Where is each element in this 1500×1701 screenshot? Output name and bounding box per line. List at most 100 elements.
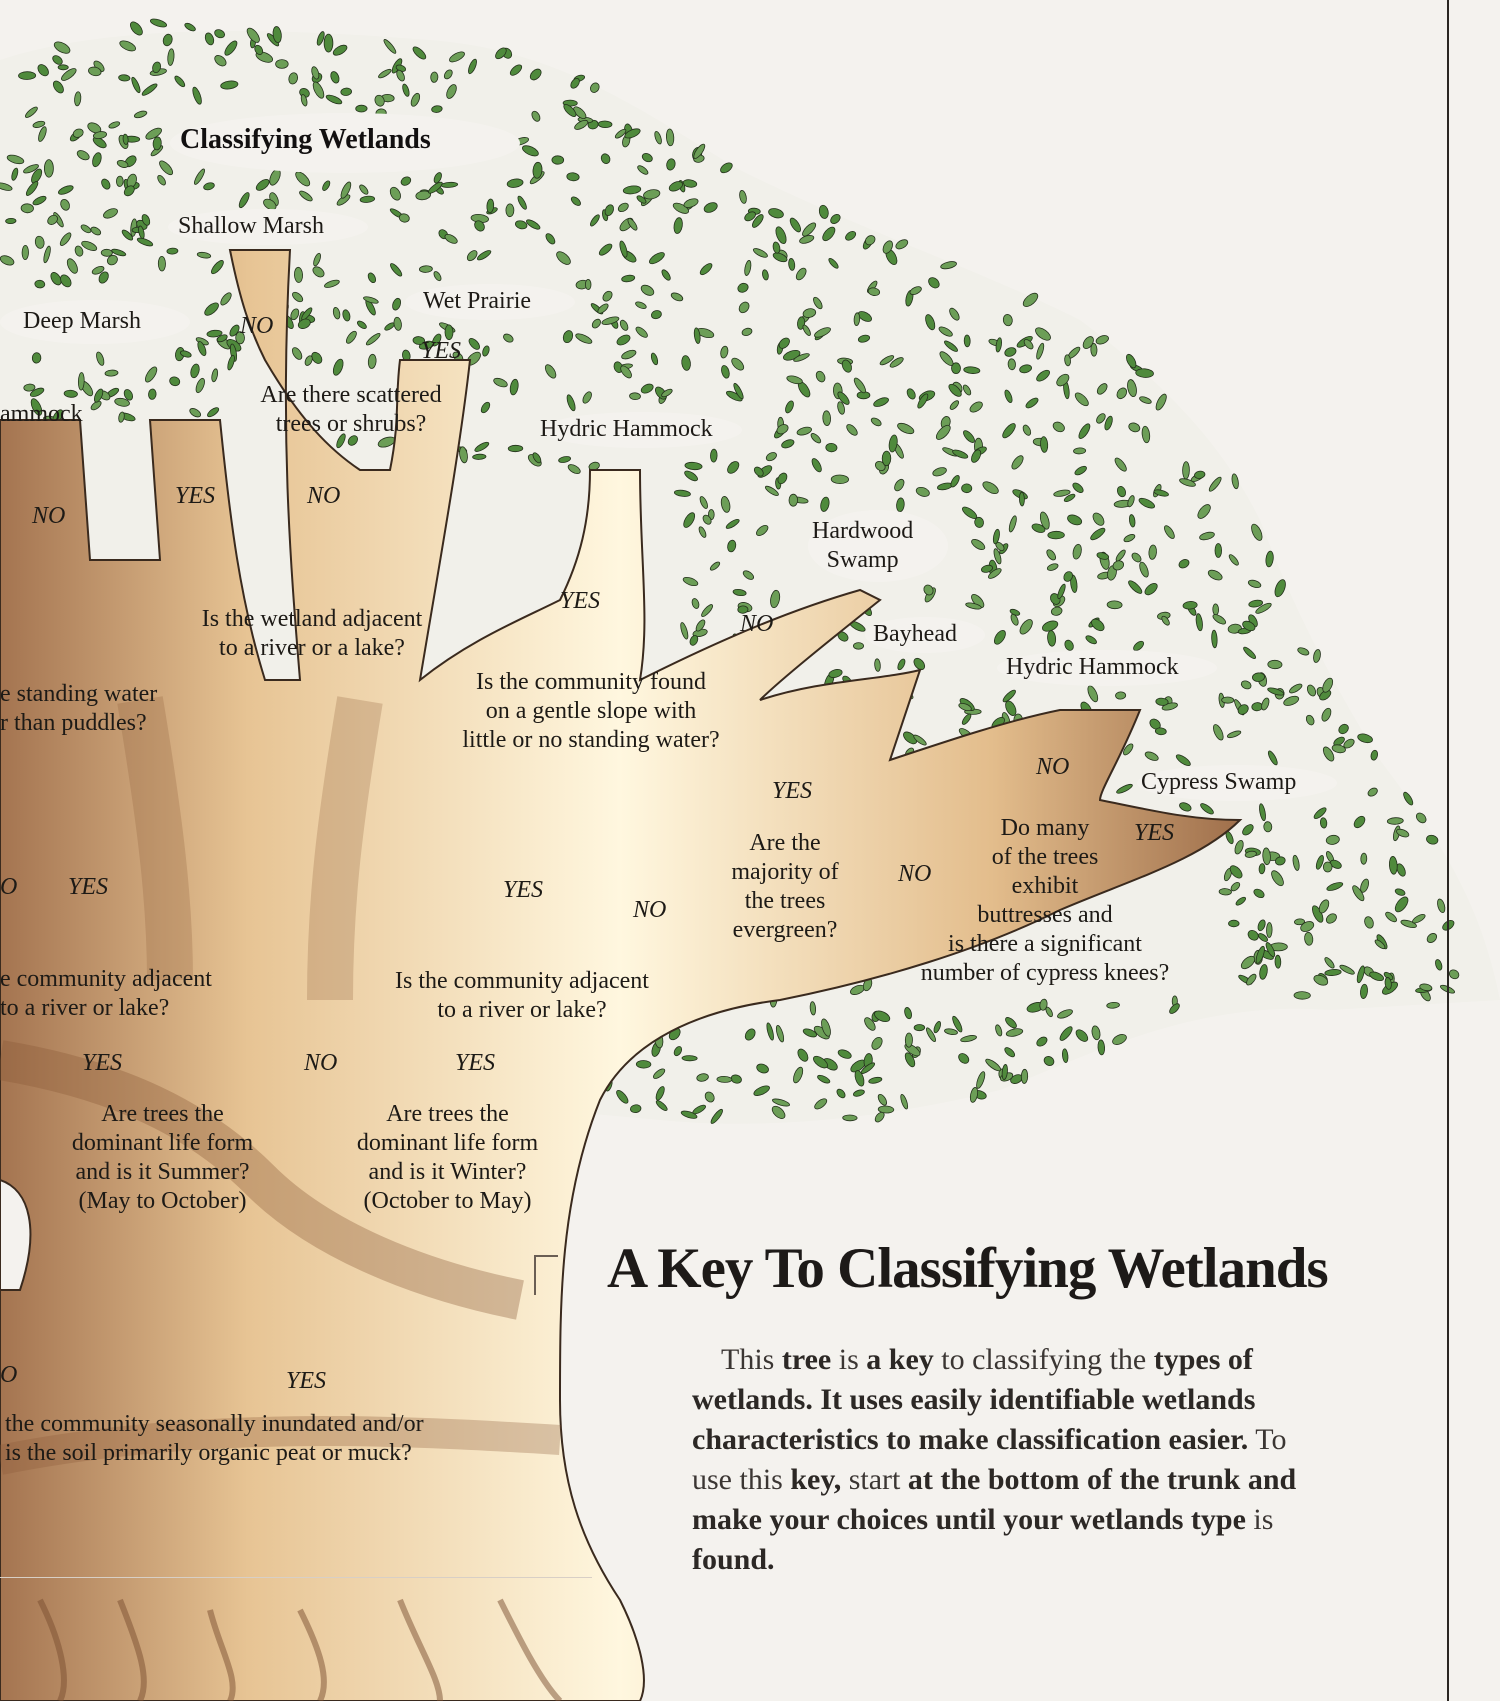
description-part: start	[841, 1463, 908, 1496]
leaf	[1019, 492, 1024, 506]
description-part: This	[721, 1343, 782, 1376]
leaf	[905, 1033, 912, 1047]
question-scattered-trees: Are there scattered trees or shrubs?	[231, 381, 471, 439]
answer-no: NO	[32, 503, 65, 530]
corner-mark	[534, 1255, 558, 1295]
leaf	[32, 352, 41, 363]
leaf	[1294, 991, 1311, 999]
leaf	[158, 256, 165, 271]
question-summer: Are trees the dominant life form and is …	[45, 1100, 280, 1216]
leaf	[1211, 630, 1217, 648]
question-winter: Are trees the dominant life form and is …	[330, 1100, 565, 1216]
key-heading: A Key To Classifying Wetlands	[607, 1236, 1328, 1301]
leaf	[5, 218, 16, 224]
leaf	[629, 393, 640, 400]
leaf	[1323, 862, 1332, 872]
leaf	[472, 454, 486, 460]
leaf	[58, 65, 68, 70]
leaf	[1182, 462, 1189, 480]
answer-yes: YES	[286, 1368, 326, 1395]
answer-no: NO	[740, 611, 773, 638]
leaf	[717, 1076, 732, 1083]
leaf	[1275, 955, 1281, 968]
leaf	[1266, 922, 1272, 937]
leaf	[962, 484, 972, 493]
leaf	[552, 156, 564, 165]
answer-no: NO	[307, 483, 340, 510]
answer-no-fragment-bottom: O	[0, 1362, 17, 1389]
leaf	[914, 1024, 925, 1030]
leaf	[101, 249, 112, 256]
description-part: to classifying the	[934, 1343, 1154, 1376]
question-community-adjacent-left: e community adjacent to a river or lake?	[0, 965, 275, 1023]
question-evergreen: Are the majority of the trees evergreen?	[705, 829, 865, 945]
leaf	[78, 372, 84, 390]
answer-yes: YES	[560, 588, 600, 615]
label-wet-prairie: Wet Prairie	[423, 287, 531, 316]
leaf	[149, 17, 167, 28]
label-hammock-left: ammock	[0, 400, 83, 429]
leaf	[356, 105, 368, 112]
leaf	[44, 160, 53, 178]
leaf	[276, 60, 289, 69]
leaf	[585, 279, 591, 289]
leaf	[508, 445, 523, 452]
divider-line	[0, 1577, 592, 1578]
question-community-adjacent-right: Is the community adjacent to a river or …	[357, 967, 687, 1025]
leaf	[506, 204, 514, 217]
question-inundated: the community seasonally inundated and/o…	[5, 1410, 545, 1468]
leaf	[710, 449, 717, 462]
answer-no: NO	[898, 861, 931, 888]
leaf	[1361, 853, 1367, 864]
leaf	[1213, 604, 1219, 615]
leaf	[116, 176, 123, 187]
leaf	[419, 265, 432, 272]
leaf	[1115, 692, 1126, 700]
leaf	[1219, 888, 1232, 895]
leaf	[1264, 821, 1273, 832]
answer-no-fragment: O	[0, 874, 17, 901]
leaf	[1215, 544, 1222, 558]
leaf	[854, 313, 860, 326]
leaf	[682, 1055, 697, 1060]
answer-yes: YES	[175, 483, 215, 510]
label-hydric-hammock-upper: Hydric Hammock	[540, 415, 713, 444]
label-hydric-hammock-lower: Hydric Hammock	[1006, 653, 1179, 682]
leaf	[1268, 660, 1282, 669]
question-gentle-slope: Is the community found on a gentle slope…	[426, 668, 756, 755]
leaf	[184, 22, 197, 33]
leaf	[324, 34, 333, 52]
question-standing-water: e standing water r than puddles?	[0, 680, 200, 738]
leaf	[21, 203, 34, 213]
leaf	[826, 443, 838, 452]
answer-no: NO	[240, 313, 273, 340]
leaf	[22, 245, 29, 259]
answer-yes: YES	[455, 1050, 495, 1077]
description-part: a key	[866, 1343, 934, 1376]
label-bayhead: Bayhead	[873, 620, 957, 649]
label-cypress-swamp: Cypress Swamp	[1141, 768, 1296, 797]
leaf	[598, 121, 612, 128]
leaf	[1073, 448, 1085, 455]
leaf	[1229, 920, 1240, 927]
leaf	[1048, 531, 1065, 539]
answer-yes: YES	[421, 338, 461, 365]
description-part: is	[831, 1343, 866, 1376]
answer-yes: YES	[68, 874, 108, 901]
tree-title: Classifying Wetlands	[180, 124, 431, 156]
leaf	[882, 451, 891, 466]
leaf	[964, 335, 970, 347]
answer-no: NO	[633, 897, 666, 924]
leaf	[789, 494, 798, 506]
label-hardwood-swamp: Hardwood Swamp	[812, 517, 913, 575]
answer-yes: YES	[772, 778, 812, 805]
answer-no: NO	[304, 1050, 337, 1077]
leaf	[853, 643, 863, 650]
answer-yes: YES	[82, 1050, 122, 1077]
description-part: found.	[692, 1543, 775, 1576]
leaf	[636, 1060, 651, 1068]
leaf	[1021, 1069, 1028, 1083]
leaf	[430, 72, 438, 83]
leaf	[843, 1115, 857, 1121]
leaf	[1259, 863, 1266, 874]
